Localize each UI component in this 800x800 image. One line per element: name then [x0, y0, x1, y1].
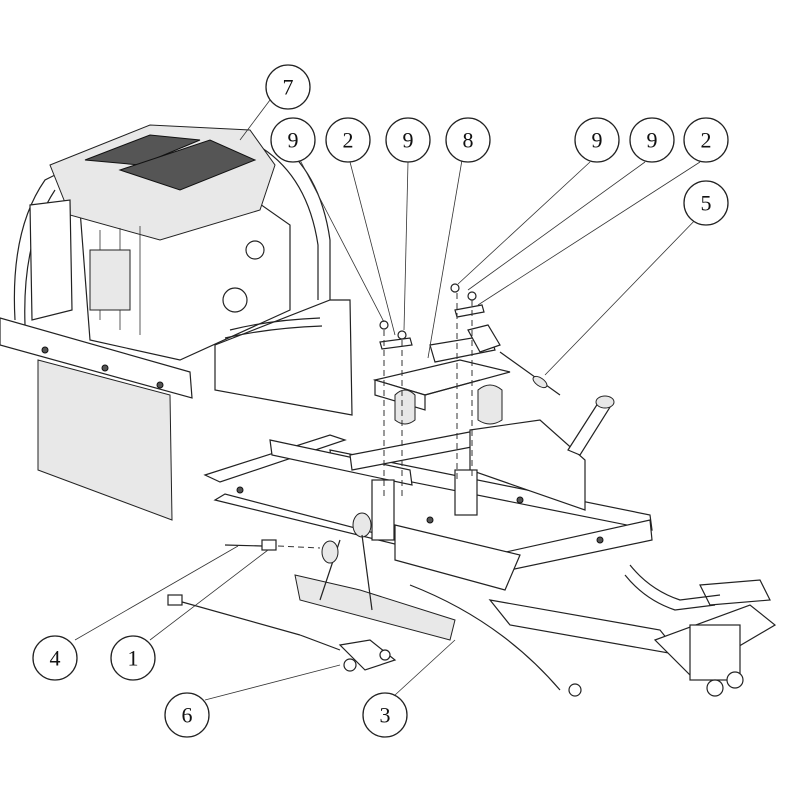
leader-lines — [74, 99, 701, 701]
seat-mount-assembly — [372, 324, 511, 425]
engine-assembly — [0, 124, 353, 521]
callout-2: 2 — [683, 117, 729, 163]
callout-6: 6 — [164, 692, 210, 738]
callout-4: 4 — [32, 635, 78, 681]
callout-label: 7 — [283, 75, 294, 100]
callout-label: 4 — [50, 646, 61, 671]
hardware-items — [167, 283, 615, 672]
callout-9: 9 — [629, 117, 675, 163]
callout-7: 7 — [265, 64, 311, 110]
callout-2: 2 — [325, 117, 371, 163]
callout-5: 5 — [683, 180, 729, 226]
callout-9: 9 — [270, 117, 316, 163]
callout-label: 3 — [380, 703, 391, 728]
callout-label: 9 — [288, 128, 299, 153]
callout-label: 9 — [647, 128, 658, 153]
callout-balloons: 7 9 2 9 8 9 9 2 — [32, 64, 729, 738]
chassis-frame — [203, 419, 777, 697]
callout-8: 8 — [445, 117, 491, 163]
callout-label: 8 — [463, 128, 474, 153]
callout-label: 9 — [403, 128, 414, 153]
alignment-lines — [277, 293, 473, 549]
callout-1: 1 — [110, 635, 156, 681]
callout-label: 6 — [182, 703, 193, 728]
callout-label: 5 — [701, 191, 712, 216]
callout-9: 9 — [385, 117, 431, 163]
callout-label: 2 — [701, 128, 712, 153]
callout-3: 3 — [362, 692, 408, 738]
callout-9: 9 — [574, 117, 620, 163]
callout-label: 1 — [128, 646, 139, 671]
callout-label: 2 — [343, 128, 354, 153]
callout-label: 9 — [592, 128, 603, 153]
